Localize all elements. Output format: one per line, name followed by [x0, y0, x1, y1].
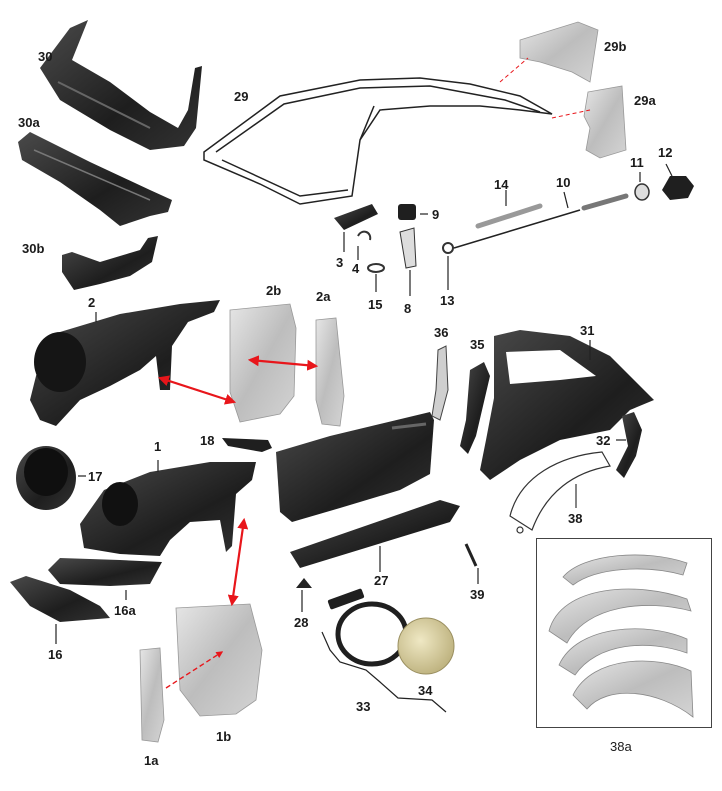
label-1a: 1a: [144, 753, 159, 768]
label-33: 33: [356, 699, 371, 714]
inset-38a-arches: [548, 554, 694, 718]
part-30b-bracket: [62, 236, 158, 290]
label-38: 38: [568, 511, 583, 526]
label-3: 3: [336, 255, 344, 270]
label-18: 18: [200, 433, 215, 448]
arrow-1a-1b: [165, 651, 224, 689]
label-16a: 16a: [114, 603, 136, 618]
part-10-strut: [453, 191, 629, 249]
label-30b: 30b: [22, 241, 45, 256]
label-38a: 38a: [610, 739, 632, 754]
arrow-1-1b: [227, 517, 249, 607]
label-28: 28: [294, 615, 309, 630]
label-8: 8: [404, 301, 412, 316]
part-39-bolt: [464, 543, 479, 584]
label-39: 39: [470, 587, 485, 602]
label-16: 16: [48, 647, 63, 662]
part-16-support: [10, 576, 110, 644]
part-2-fender: [30, 300, 220, 426]
part-28-grommet: [296, 578, 312, 612]
part-31-quarter-panel: [480, 330, 654, 480]
part-29b-panel: [519, 21, 599, 83]
label-9: 9: [432, 207, 440, 222]
label-10: 10: [556, 175, 571, 190]
part-16a-panel: [48, 558, 162, 600]
label-30a: 30a: [18, 115, 40, 130]
part-9-bump-stop: [398, 204, 428, 220]
label-35: 35: [470, 337, 485, 352]
part-18-bracket: [222, 438, 272, 452]
arrow-2b-2a: [247, 355, 319, 371]
label-12: 12: [658, 145, 673, 160]
part-34-filler-cap: [397, 617, 455, 675]
part-17-light-bowl: [16, 446, 86, 510]
label-27: 27: [374, 573, 389, 588]
part-30-cowl: [40, 20, 202, 150]
label-4: 4: [352, 261, 360, 276]
part-14-rod: [475, 190, 543, 229]
label-1b: 1b: [216, 729, 232, 744]
part-1-front-fender: [80, 460, 256, 556]
inset-38a: [536, 538, 712, 728]
part-8-hinge-plate: [399, 227, 417, 296]
label-17: 17: [88, 469, 103, 484]
part-4-clip: [357, 230, 372, 260]
part-32-arch-bracket: [616, 412, 642, 478]
part-3-handle: [334, 204, 378, 252]
part-1b-panel: [175, 603, 263, 717]
label-32: 32: [596, 433, 611, 448]
part-29a-panel: [583, 85, 627, 159]
part-38-wheel-arch: [509, 451, 611, 534]
part-29-roof-frame: [203, 77, 553, 205]
label-1: 1: [154, 439, 162, 454]
label-2: 2: [88, 295, 96, 310]
part-30a-cowl-panel: [18, 132, 172, 226]
leader-29b: [499, 57, 529, 83]
part-door: [276, 412, 434, 522]
label-14: 14: [494, 177, 509, 192]
label-11: 11: [630, 155, 644, 170]
label-15: 15: [368, 297, 383, 312]
arrow-2-2b: [157, 375, 237, 405]
label-30: 30: [38, 49, 53, 64]
part-35-lock-panel: [460, 362, 490, 454]
label-2b: 2b: [266, 283, 282, 298]
part-11-bushing: [634, 172, 650, 201]
part-12-cap: [662, 163, 694, 200]
part-27-rocker: [290, 500, 460, 572]
part-2a-strip: [315, 317, 345, 427]
label-29: 29: [234, 89, 249, 104]
label-13: 13: [440, 293, 455, 308]
part-13-washer: [442, 242, 454, 290]
part-15-clip: [367, 263, 385, 292]
label-36: 36: [434, 325, 449, 340]
part-36-latch: [431, 345, 449, 421]
part-1a-strip: [139, 647, 165, 743]
label-2a: 2a: [316, 289, 331, 304]
label-29b: 29b: [604, 39, 627, 54]
label-31: 31: [580, 323, 595, 338]
label-29a: 29a: [634, 93, 656, 108]
label-34: 34: [418, 683, 433, 698]
